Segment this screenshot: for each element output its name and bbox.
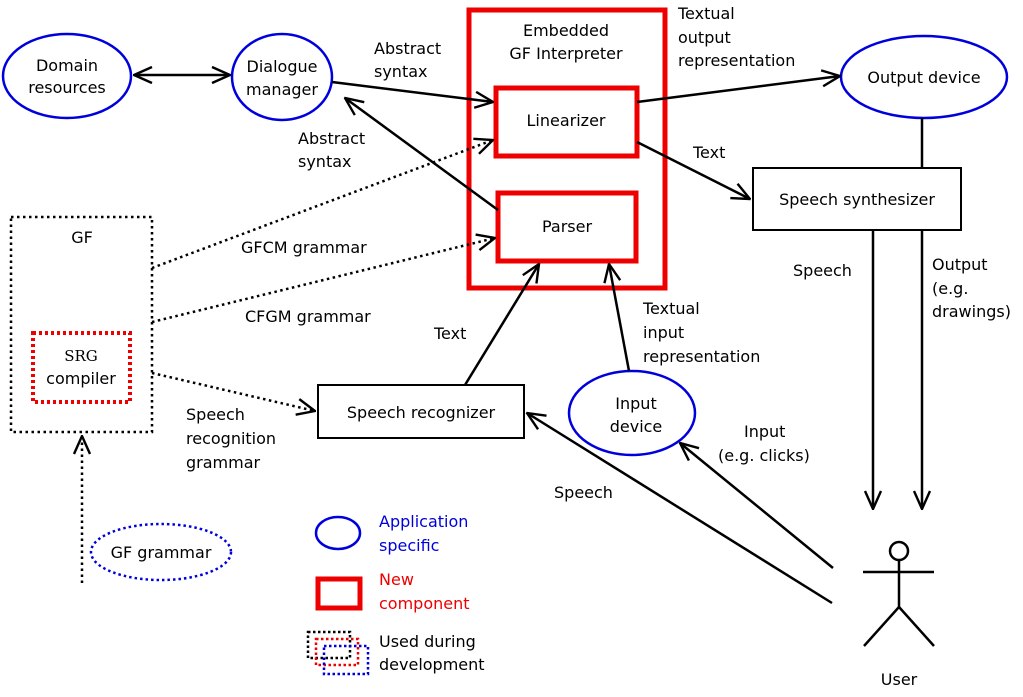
- gf-grammar-node: GF grammar: [89, 522, 233, 582]
- edge-recognizer-to-parser: [463, 264, 539, 386]
- output-device-label: Output device: [867, 68, 980, 87]
- cfgm-grammar-label: CFGM grammar: [245, 307, 371, 326]
- speech-recognizer-node: Speech recognizer: [317, 384, 525, 439]
- edge-user-to-recognizer: [527, 413, 833, 605]
- interpreter-label-1: Embedded: [523, 21, 609, 40]
- gf-label: GF: [71, 228, 93, 247]
- srg-compiler-label-2: compiler: [46, 369, 116, 388]
- speech-recognizer-label: Speech recognizer: [347, 403, 496, 422]
- speech-synthesizer-label: Speech synthesizer: [779, 190, 935, 209]
- domain-resources-label-1: Domain: [36, 56, 98, 75]
- output-device-node: Output device: [839, 34, 1009, 120]
- user-head-icon: [888, 540, 910, 562]
- legend: Application specific New component Used …: [306, 512, 485, 676]
- legend-new-component-1: New: [379, 570, 414, 589]
- edge-gf-cfgm-to-parser: [151, 238, 495, 324]
- parser-label: Parser: [542, 217, 592, 236]
- output-drawings-3: drawings): [932, 302, 1011, 321]
- user-figure: [863, 540, 935, 647]
- legend-app-specific-1: Application: [379, 512, 468, 531]
- edge-user-to-input: [680, 443, 834, 569]
- input-device-label-1: Input: [615, 394, 656, 413]
- textual-output-2: output: [678, 28, 731, 47]
- input-device-label-2: device: [610, 417, 663, 436]
- speech-recognition-grammar-3: grammar: [186, 453, 261, 472]
- legend-development-swatch: [306, 630, 370, 676]
- edge-srg-to-recognizer: [151, 371, 315, 411]
- edge-linearizer-to-synth: [636, 140, 750, 199]
- textual-output-3: representation: [678, 51, 795, 70]
- edge-dialogue-to-linearizer: [331, 80, 493, 102]
- linearizer-label: Linearizer: [527, 111, 606, 130]
- srg-compiler-label-1: SRG: [64, 347, 98, 365]
- gfcm-grammar-label: GFCM grammar: [241, 238, 367, 257]
- text-to-synth-label: Text: [692, 143, 725, 162]
- legend-development-1: Used during: [379, 632, 476, 651]
- output-drawings-1: Output: [932, 255, 988, 274]
- domain-resources-label-2: resources: [28, 78, 106, 97]
- gf-box: GF: [9, 215, 154, 434]
- legend-development-2: development: [379, 655, 485, 674]
- speech-recognition-grammar-1: Speech: [186, 405, 245, 424]
- legend-app-specific-2: specific: [379, 536, 439, 555]
- edge-input-to-parser: [609, 264, 631, 372]
- textual-input-3: representation: [643, 347, 760, 366]
- speech-synthesizer-node: Speech synthesizer: [752, 167, 962, 231]
- linearizer-node: Linearizer: [493, 85, 640, 159]
- abstract-syntax-top-1: Abstract: [374, 39, 441, 58]
- input-device-node: Input device: [567, 369, 697, 457]
- speech-from-user-label: Speech: [554, 483, 613, 502]
- input-clicks-2: (e.g. clicks): [718, 446, 810, 465]
- legend-new-component-swatch: [315, 576, 363, 611]
- embedded-gf-interpreter-box: Embedded GF Interpreter: [466, 7, 668, 291]
- domain-resources-node: Domain resources: [1, 32, 133, 120]
- edge-parser-to-dialogue: [345, 98, 499, 212]
- interpreter-label-2: GF Interpreter: [509, 44, 623, 63]
- gf-grammar-label: GF grammar: [111, 543, 212, 562]
- speech-from-synth-label: Speech: [793, 261, 852, 280]
- abstract-syntax-bottom-1: Abstract: [298, 129, 365, 148]
- textual-input-2: input: [643, 323, 684, 342]
- speech-recognition-grammar-2: recognition: [186, 429, 276, 448]
- textual-output-1: Textual: [677, 4, 735, 23]
- legend-app-specific-swatch: [314, 515, 362, 551]
- dialogue-manager-label-2: manager: [246, 80, 318, 99]
- dialogue-manager-node: Dialogue manager: [230, 32, 334, 122]
- parser-node: Parser: [495, 190, 639, 264]
- legend-new-component-2: component: [379, 594, 470, 613]
- abstract-syntax-bottom-2: syntax: [298, 152, 352, 171]
- edge-gf-gfcm-to-linearizer: [151, 140, 493, 270]
- output-drawings-2: (e.g.: [932, 279, 968, 298]
- input-clicks-1: Input: [744, 422, 785, 441]
- text-to-parser-label: Text: [433, 324, 466, 343]
- user-label: User: [881, 670, 918, 689]
- dialogue-manager-label-1: Dialogue: [247, 57, 318, 76]
- edge-linearizer-to-output: [636, 76, 840, 104]
- abstract-syntax-top-2: syntax: [374, 62, 428, 81]
- srg-compiler-node: SRG compiler: [31, 331, 132, 404]
- textual-input-1: Textual: [642, 299, 700, 318]
